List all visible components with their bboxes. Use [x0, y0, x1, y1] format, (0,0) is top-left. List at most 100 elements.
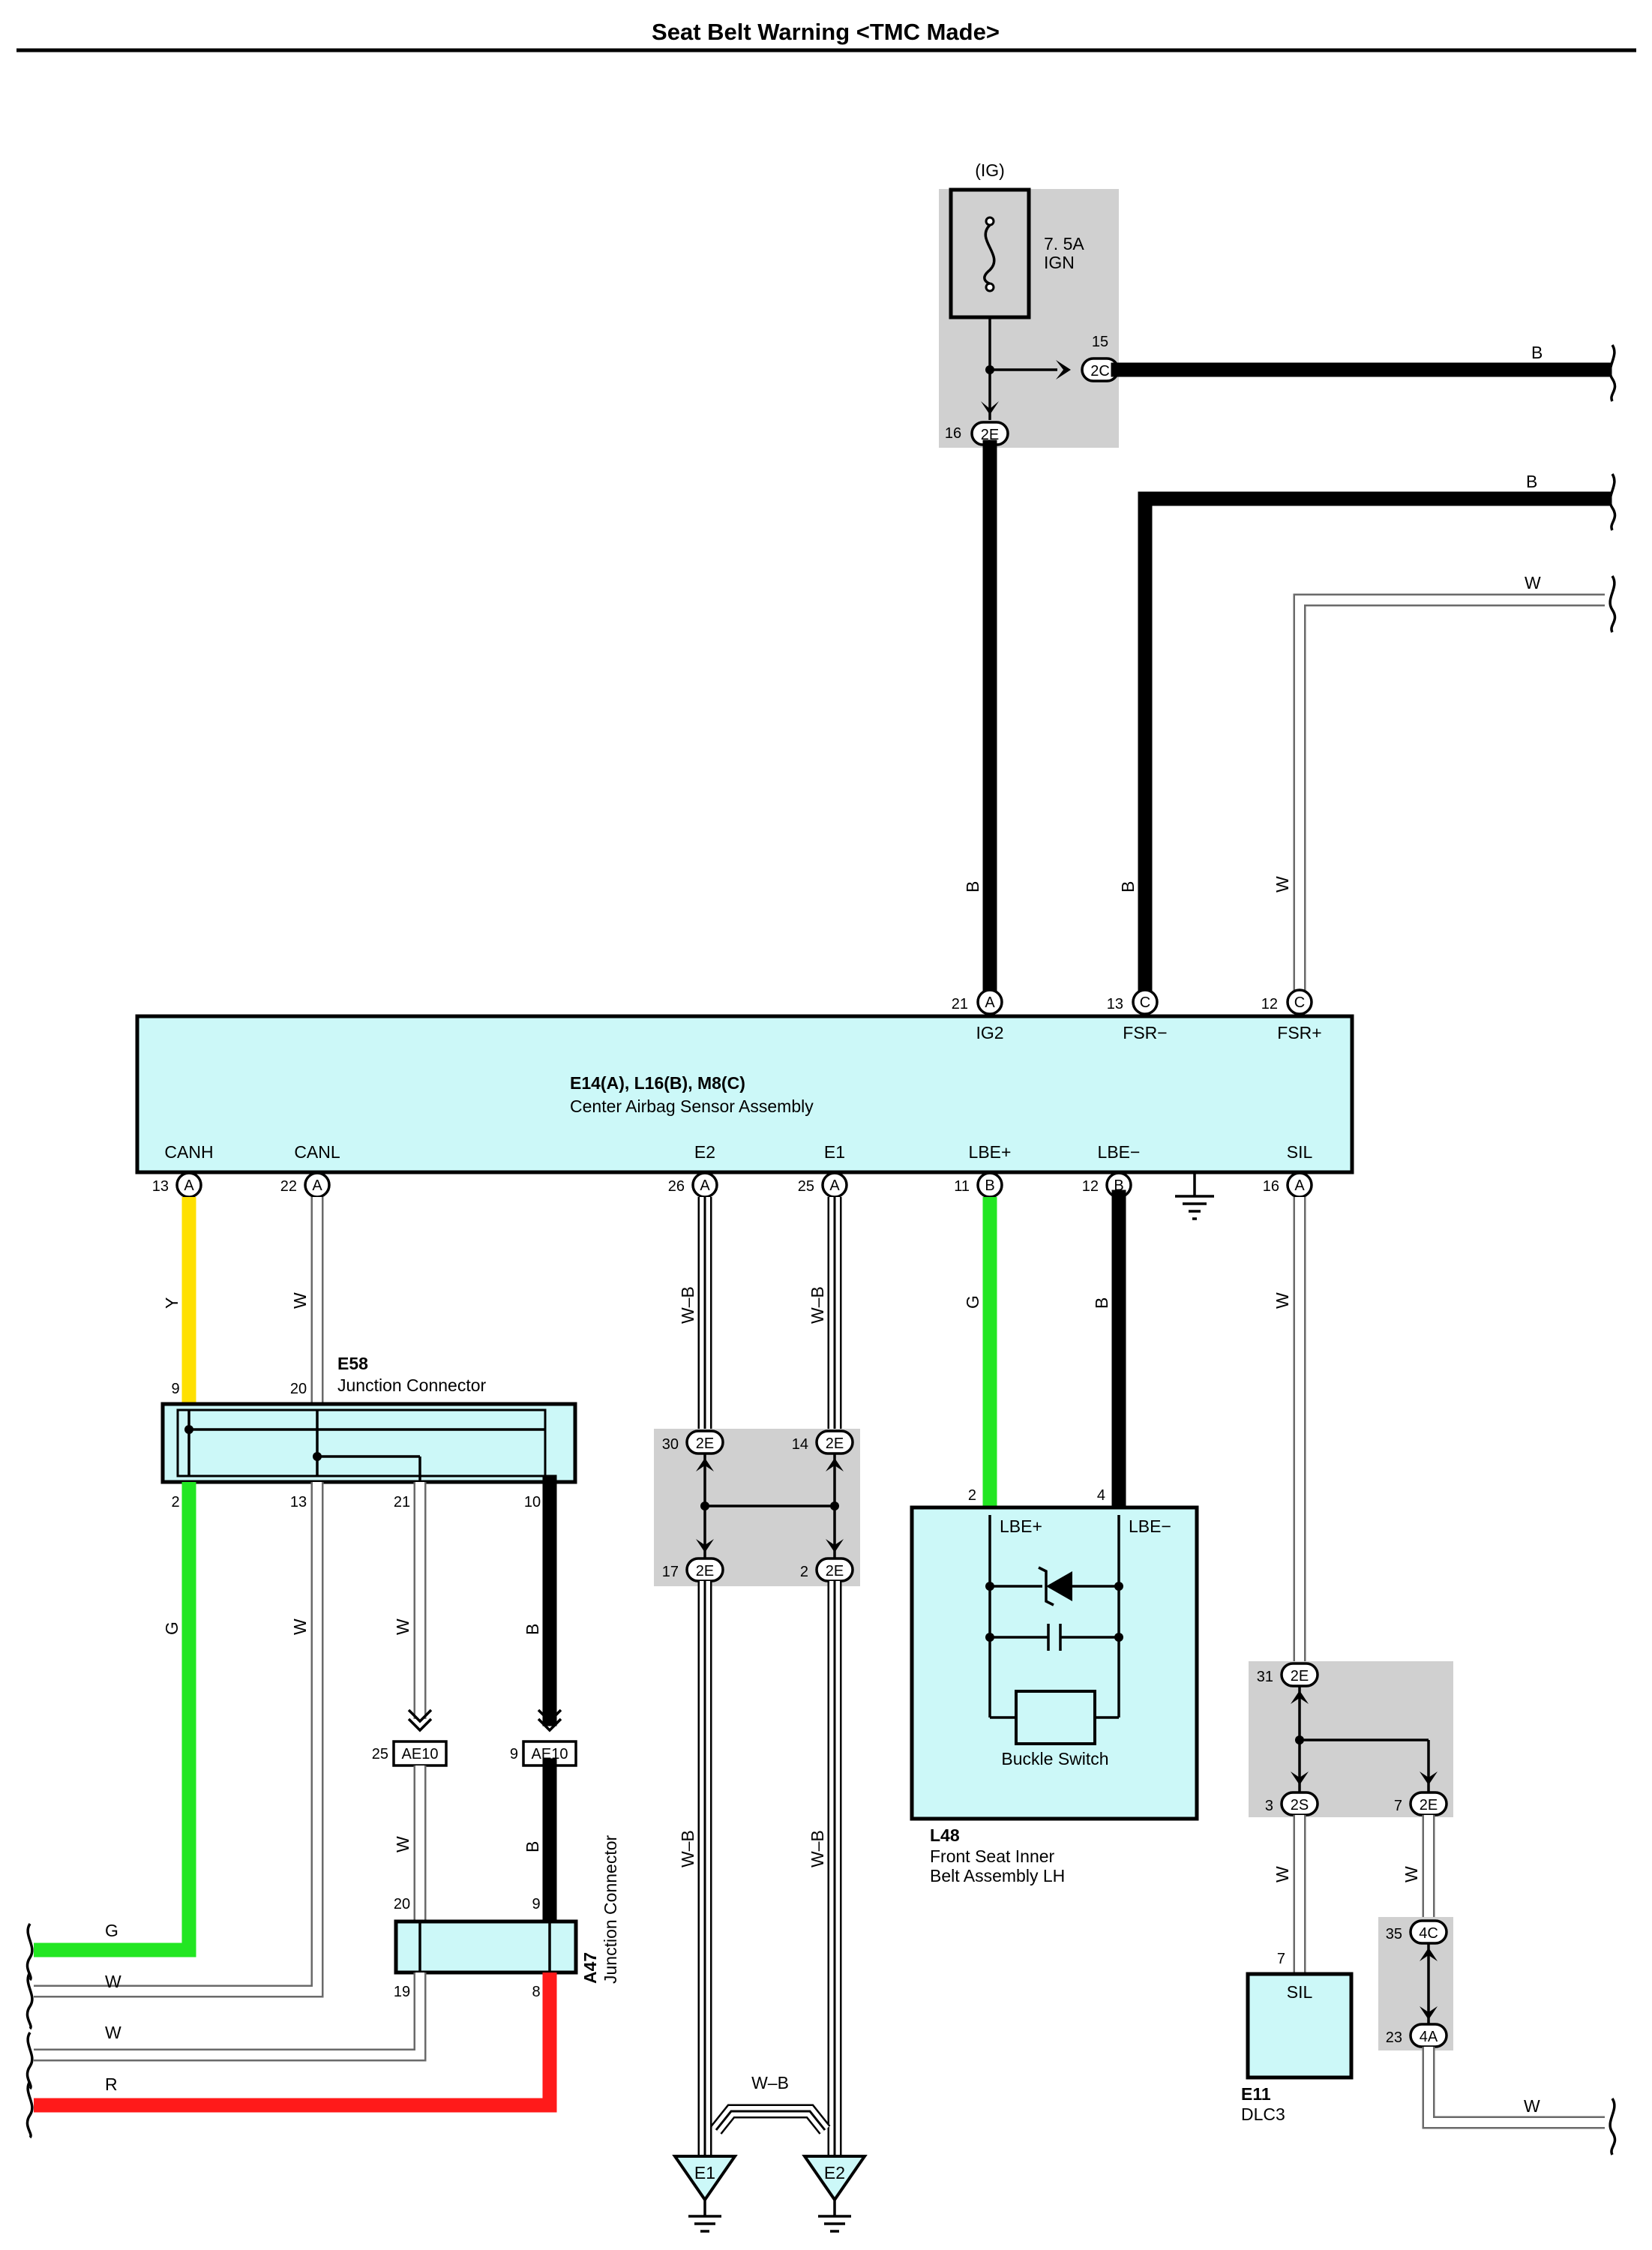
e58-pin-2: 2 [171, 1494, 179, 1510]
a47-internal-lines [418, 1922, 551, 1972]
splice-sil-pin-3: 3 2S [1265, 1791, 1319, 1816]
wire-lbe-plus-label: G [963, 1295, 982, 1309]
wire-fsr-plus-label: W [1273, 876, 1292, 892]
fuse-pin-16-num: 16 [945, 425, 961, 442]
a47-pin-8: 8 [532, 1984, 540, 2000]
splice-sil-pin-7: 7 2E [1394, 1791, 1448, 1816]
capacitor-icon [1047, 1624, 1062, 1651]
a47-pin-19: 19 [394, 1984, 410, 2000]
ae10-pin-9-conn: AE10 [532, 1746, 568, 1762]
splice-4a-wire-label: W [1524, 2096, 1540, 2116]
dlc3-pin: 7 [1277, 1951, 1285, 1967]
svg-text:CANL: CANL [294, 1142, 340, 1162]
svg-text:23: 23 [1386, 2030, 1402, 2046]
main-ecu-id: E14(A), L16(B), M8(C) [570, 1073, 745, 1093]
buckle-internal-circuit [985, 1515, 1123, 1719]
ae10-wire-b-label: B [523, 1841, 542, 1852]
wire-canl-label: W [290, 1292, 310, 1309]
a47-pin-9: 9 [532, 1896, 540, 1912]
buckle-pin-plus: 2 [968, 1487, 976, 1504]
dlc3-name: DLC3 [1241, 2104, 1285, 2124]
fuse-down-arrow [981, 401, 999, 415]
svg-text:14: 14 [792, 1436, 808, 1453]
svg-text:31: 31 [1257, 1669, 1273, 1685]
ground-e2-label: E2 [824, 2163, 845, 2182]
svg-text:26: 26 [668, 1178, 685, 1195]
fuse-pin-15-conn: 2C [1090, 363, 1110, 380]
svg-text:2E: 2E [696, 1563, 714, 1580]
wire-sil-label: W [1273, 1292, 1292, 1309]
wire-w-fsr-plus [1293, 593, 1605, 990]
svg-text:2: 2 [800, 1564, 808, 1580]
svg-text:2E: 2E [826, 1563, 844, 1580]
fuse-pin-16-conn: 2E [981, 427, 999, 443]
buckle-switch-icon [1015, 1690, 1096, 1745]
e58-wire-w-label: W [290, 1618, 310, 1635]
ground-e1-icon [672, 2155, 738, 2233]
svg-text:2E: 2E [1420, 1797, 1438, 1814]
svg-text:A: A [700, 1178, 710, 1194]
zener-diode-icon [1038, 1566, 1072, 1606]
svg-text:A: A [312, 1178, 322, 1194]
ecu-top-terminal-ig2: 21 A IG2 [952, 988, 1004, 1042]
buckle-pin-minus: 4 [1097, 1487, 1105, 1504]
ae10-pin-25-num: 25 [372, 1746, 388, 1762]
e58-pin-13: 13 [290, 1494, 307, 1510]
svg-text:FSR+: FSR+ [1277, 1023, 1321, 1042]
wire-fsr-minus-label: B [1118, 881, 1138, 892]
svg-text:E2: E2 [694, 1142, 715, 1162]
buckle-switch-label: Buckle Switch [1001, 1749, 1108, 1768]
svg-text:17: 17 [662, 1564, 679, 1580]
left-wire-w1-label: W [105, 1972, 121, 1991]
svg-text:SIL: SIL [1287, 1142, 1313, 1162]
e58-internal-bus [176, 1408, 547, 1482]
svg-text:12: 12 [1082, 1178, 1099, 1195]
splice-2e-pin-14: 14 2E [792, 1430, 854, 1455]
splice-4c-internal [1420, 1943, 1438, 2024]
e58-pin-9: 9 [171, 1381, 179, 1397]
wire-b-fsr-minus [1138, 491, 1612, 998]
svg-text:25: 25 [798, 1178, 814, 1195]
e58-wire-w2-label: W [393, 1618, 412, 1635]
wire-lbe-minus-label: B [1092, 1298, 1111, 1309]
e58-name: Junction Connector [337, 1376, 487, 1395]
ecu-bottom-terminal-sil: SIL 16 A [1263, 1142, 1313, 1198]
ae10-pin-25-conn: AE10 [402, 1746, 439, 1762]
wire-e1-label: W–B [808, 1286, 827, 1324]
wire-g-canh-out [34, 1482, 196, 1958]
left-wire-g-label: G [105, 1921, 118, 1940]
ae10-left-arrows [407, 1708, 433, 1732]
fuse-pin-15-num: 15 [1092, 334, 1108, 350]
svg-text:A: A [829, 1178, 840, 1194]
wire-r-a47-out [34, 1972, 557, 2113]
e58-pin-21: 21 [394, 1494, 410, 1510]
svg-text:3: 3 [1265, 1798, 1273, 1814]
fuse-name: IGN [1044, 253, 1075, 272]
svg-text:LBE−: LBE− [1098, 1142, 1141, 1162]
svg-text:FSR−: FSR− [1123, 1023, 1167, 1042]
svg-text:C: C [1140, 994, 1150, 1011]
ae10-wire-w-label: W [393, 1836, 412, 1852]
wire-canh-label: Y [162, 1298, 181, 1309]
svg-text:16: 16 [1263, 1178, 1279, 1195]
front-seat-inner-belt-assembly [910, 1505, 1199, 1821]
svg-text:4A: 4A [1420, 2029, 1438, 2045]
splice-2e-internal [696, 1454, 844, 1558]
right-wire-3-label: W [1525, 573, 1541, 592]
dlc3-connector [1246, 1972, 1354, 2080]
buckle-term-minus: LBE− [1129, 1516, 1171, 1536]
wire-wb-bridge [710, 2104, 831, 2134]
svg-text:2E: 2E [696, 1436, 714, 1452]
svg-text:13: 13 [1107, 996, 1123, 1012]
svg-text:B: B [985, 1178, 994, 1194]
svg-text:LBE+: LBE+ [969, 1142, 1012, 1162]
ecu-bottom-terminal-e2: E2 26 A [668, 1142, 718, 1198]
svg-text:21: 21 [952, 996, 968, 1012]
page-title: Seat Belt Warning <TMC Made> [652, 19, 1000, 45]
svg-text:2E: 2E [826, 1436, 844, 1452]
dlc3-wire-label: W [1273, 1866, 1292, 1882]
svg-text:IG2: IG2 [976, 1023, 1003, 1042]
ecu-top-terminal-fsr-plus: 12 C FSR+ [1261, 988, 1322, 1042]
svg-text:22: 22 [280, 1178, 297, 1195]
